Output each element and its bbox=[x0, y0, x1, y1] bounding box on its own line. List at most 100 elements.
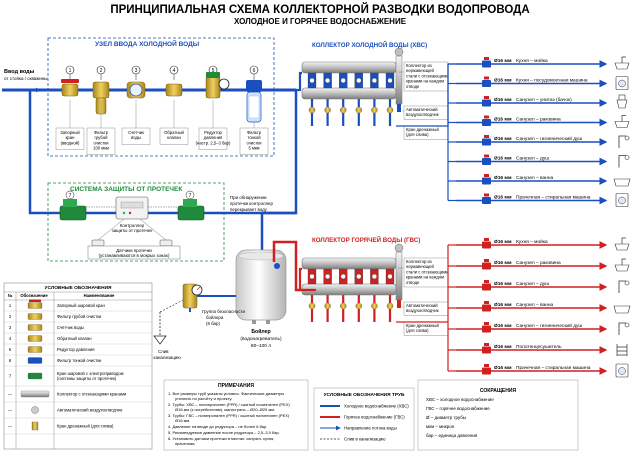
input-label: Ввод воды bbox=[4, 69, 35, 75]
abbr-item: ХВС – холодное водоснабжение bbox=[426, 397, 494, 402]
outlet-size: Ø16 мм bbox=[494, 97, 512, 103]
legend-num: — bbox=[8, 408, 13, 413]
valve-icon bbox=[482, 346, 491, 354]
outlet-size: Ø16 мм bbox=[494, 195, 512, 201]
outlet-name: Кухня – посудомоечная машина bbox=[516, 78, 588, 84]
legend-num: — bbox=[8, 424, 13, 429]
pipe-legend-item: Направление потока воды bbox=[344, 426, 397, 431]
valve-icon bbox=[482, 158, 491, 165]
shower-icon bbox=[618, 135, 626, 148]
hot-collector-title: КОЛЛЕКТОР ГОРЯЧЕЙ ВОДЫ (ГВС) bbox=[312, 236, 420, 244]
component-label: Счётчик bbox=[128, 130, 144, 135]
cold-node-title: УЗЕЛ ВВОДА ХОЛОДНОЙ ВОДЫ bbox=[95, 39, 199, 48]
boiler-label-1: Бойлер bbox=[251, 328, 270, 335]
legend-num: 1 bbox=[9, 303, 12, 308]
safety-label-3: (6 бар) bbox=[206, 321, 220, 326]
component-number: 5 bbox=[212, 68, 215, 74]
outlet-size: Ø16 мм bbox=[494, 302, 512, 308]
boiler-label-2: (водонагреватель) bbox=[240, 336, 282, 342]
outlet-name: Санузел – душ bbox=[516, 156, 549, 162]
leak-title: СИСТЕМА ЗАЩИТЫ ОТ ПРОТЕЧЕК bbox=[70, 186, 182, 193]
legend-name: Обратный клапан bbox=[57, 336, 92, 341]
legend-row: — Коллектор с отсекающими кранами bbox=[8, 390, 127, 398]
component-label: 100 мкм bbox=[93, 146, 109, 151]
component-label: Обратный bbox=[164, 130, 184, 135]
note-line: 4. Давление на вводе до редуктора – не б… bbox=[168, 424, 267, 429]
component-label: грубой bbox=[94, 135, 108, 140]
leak-frame bbox=[47, 182, 225, 262]
outlet-size: Ø16 мм bbox=[494, 58, 512, 64]
sensors-label-1: Датчики протечки bbox=[116, 248, 152, 253]
component-label: тонкой bbox=[247, 135, 261, 140]
page-subtitle: ХОЛОДНОЕ И ГОРЯЧЕЕ ВОДОСНАБЖЕНИЕ bbox=[234, 17, 407, 26]
valve-icon bbox=[482, 177, 491, 185]
drain-label-2: в канализацию bbox=[150, 355, 181, 360]
safety-group[interactable] bbox=[182, 283, 203, 309]
drain-label-1: Слив bbox=[158, 349, 169, 354]
component-number: 2 bbox=[100, 68, 103, 74]
legend-name: Автоматический воздухоотводчик bbox=[57, 408, 123, 413]
component-label: Фильтр bbox=[94, 130, 109, 135]
pipe-legend-item: Слив в канализацию bbox=[344, 437, 386, 442]
leak-valve-right[interactable]: 7 bbox=[177, 190, 205, 221]
component-label: очистки bbox=[94, 140, 110, 145]
component-label: очистки bbox=[247, 140, 263, 145]
note-line: 1. Все размеры труб указаны условно. Фак… bbox=[168, 391, 284, 396]
note-top-line: отводе bbox=[406, 84, 420, 89]
outlet-size: Ø16 мм bbox=[494, 281, 512, 287]
note-vent-line: Автоматический bbox=[406, 107, 438, 112]
note-top-line: кранами на каждом bbox=[406, 275, 444, 280]
note-drain-line: (для слива) bbox=[406, 132, 429, 137]
outlet-row[interactable]: Ø16 мм Кухня – мойка bbox=[456, 56, 630, 70]
abbr-item: Ø – диаметр трубы bbox=[426, 415, 466, 420]
component-number: 1 bbox=[69, 68, 72, 74]
outlet-name: Полотенцесушитель bbox=[516, 344, 562, 350]
shower-icon bbox=[618, 322, 626, 335]
note-top-line: стали с отсекающими bbox=[406, 73, 449, 78]
outlet-name: Прачечная – стиральная машина bbox=[516, 365, 591, 371]
legend-num: 3 bbox=[9, 325, 12, 330]
valve-icon bbox=[482, 138, 491, 146]
component-label: Редуктор bbox=[204, 130, 222, 135]
leak-valve-left[interactable]: 7 bbox=[59, 190, 87, 221]
abbr-title: СОКРАЩЕНИЯ bbox=[480, 388, 517, 394]
outlet-size: Ø16 мм bbox=[494, 136, 512, 142]
valve-icon bbox=[482, 262, 491, 270]
legend-num: 6 bbox=[9, 358, 12, 363]
svg-text:7: 7 bbox=[69, 193, 72, 199]
note-vent-line: Автоматический bbox=[406, 303, 438, 308]
outlet-size: Ø16 мм bbox=[494, 323, 512, 329]
legend-num: — bbox=[8, 392, 13, 397]
outlet-size: Ø16 мм bbox=[494, 260, 512, 266]
sink-icon bbox=[614, 121, 630, 128]
note-drain-line: (для слива) bbox=[406, 328, 429, 333]
legend-name: Фильтр грубой очистки bbox=[57, 314, 102, 319]
outlet-name: Кухня – мойка bbox=[516, 57, 548, 64]
towel-rail-icon bbox=[616, 344, 628, 356]
note-line: 2. Трубы: ХВС – полипропилен (PPR) / сши… bbox=[168, 402, 290, 407]
legend-name: Коллектор с отсекающими кранами bbox=[57, 392, 127, 397]
